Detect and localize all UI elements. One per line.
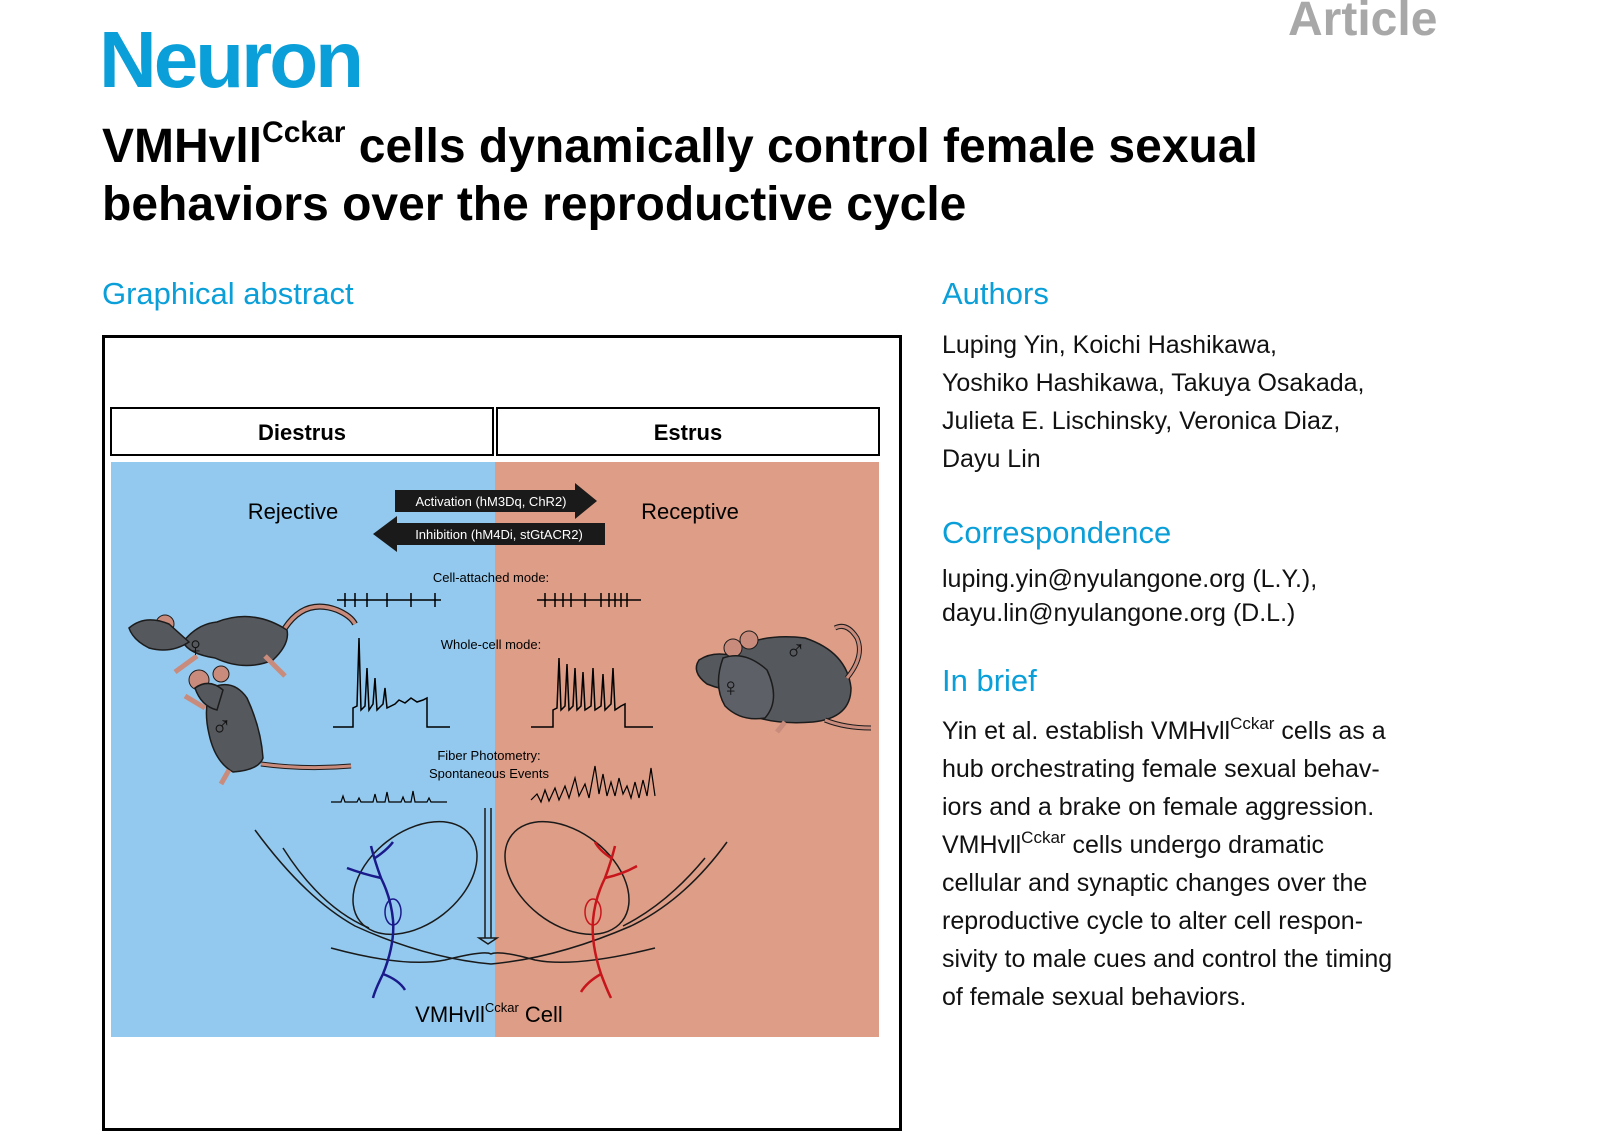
author-line: Luping Yin, Koichi Hashikawa, (942, 331, 1277, 359)
in-brief-line: Yin et al. establish VMHvllCckar cells a… (942, 712, 1562, 750)
male-symbol-diestrus: ♂ (211, 711, 232, 742)
title-superscript: Cckar (262, 116, 346, 149)
correspondence-emails: luping.yin@nyulangone.org (L.Y.), dayu.l… (942, 562, 1562, 630)
diestrus-header-box (110, 407, 494, 456)
in-brief-line: VMHvllCckar cells undergo dramatic (942, 826, 1562, 864)
graphical-abstract-figure: Diestrus Estrus Rejective Receptive Acti… (102, 335, 902, 1131)
in-brief-fragment: Yin et al. establish VMHvll (942, 717, 1231, 745)
in-brief-line: hub orchestrating female sexual behav- (942, 755, 1380, 783)
in-brief-fragment: cells undergo dramatic (1065, 831, 1325, 859)
fiber-trace-diestrus (331, 790, 447, 803)
brain-section-outline (254, 808, 728, 965)
whole-cell-trace-estrus (531, 657, 653, 728)
in-brief-line: sivity to male cues and control the timi… (942, 945, 1393, 973)
title-part2: cells dynamically control female sexual … (102, 120, 1258, 231)
in-brief-superscript: Cckar (1021, 828, 1066, 847)
estrus-label: Estrus (654, 420, 722, 445)
author-line: Dayu Lin (942, 445, 1041, 473)
cell-label-end: Cell (519, 1002, 563, 1027)
in-brief-heading: In brief (942, 663, 1037, 698)
cell-attached-label: Cell-attached mode: (433, 570, 549, 585)
in-brief-line: of female sexual behaviors. (942, 983, 1247, 1011)
fiber-photometry-label: Fiber Photometry: (437, 748, 540, 763)
email-link-yin[interactable]: luping.yin@nyulangone.org (L.Y.), (942, 565, 1318, 593)
female-symbol-estrus: ♀ (721, 672, 741, 702)
email-link-lin[interactable]: dayu.lin@nyulangone.org (D.L.) (942, 599, 1296, 627)
whole-cell-label: Whole-cell mode: (441, 637, 541, 652)
spontaneous-events-label: Spontaneous Events (429, 766, 549, 781)
activation-arrow (395, 483, 597, 519)
in-brief-line: reproductive cycle to alter cell respon- (942, 907, 1364, 935)
receptive-label: Receptive (641, 499, 739, 524)
authors-heading: Authors (942, 276, 1049, 311)
in-brief-line: cellular and synaptic changes over the (942, 869, 1368, 897)
neuron-diestrus (346, 841, 407, 999)
male-mouse-diestrus (183, 665, 352, 786)
activation-arrow-label: Activation (hM3Dq, ChR2) (416, 494, 567, 509)
graphical-abstract-svg: Diestrus Estrus Rejective Receptive Acti… (110, 407, 880, 1037)
spike-raster-estrus (537, 593, 641, 607)
cell-type-label: VMHvllCckar Cell (415, 1000, 563, 1027)
inhibition-arrow-label: Inhibition (hM4Di, stGtACR2) (415, 527, 583, 542)
neuron-estrus (579, 841, 638, 999)
diestrus-panel (111, 462, 495, 1037)
author-list: Luping Yin, Koichi Hashikawa, Yoshiko Ha… (942, 326, 1562, 478)
estrus-panel (495, 462, 879, 1037)
in-brief-superscript: Cckar (1230, 714, 1275, 733)
rejective-label: Rejective (248, 499, 338, 524)
cell-label-main: VMHvll (415, 1002, 485, 1027)
author-line: Yoshiko Hashikawa, Takuya Osakada, (942, 369, 1365, 397)
female-mouse-rejecting (128, 603, 358, 678)
in-brief-line: iors and a brake on female aggression. (942, 793, 1375, 821)
paper-title: VMHvllCckar cells dynamically control fe… (102, 118, 1482, 234)
graphical-abstract-heading: Graphical abstract (102, 276, 354, 311)
diestrus-label: Diestrus (258, 420, 346, 445)
inhibition-arrow (373, 516, 605, 552)
in-brief-fragment: VMHvll (942, 831, 1022, 859)
fiber-trace-estrus (530, 765, 656, 804)
male-symbol-estrus: ♂ (785, 635, 806, 666)
cell-label-sup: Cckar (485, 1000, 520, 1015)
in-brief-fragment: cells as a (1274, 717, 1386, 745)
mounting-mice-estrus (695, 623, 872, 734)
in-brief-text: Yin et al. establish VMHvllCckar cells a… (942, 712, 1562, 1016)
whole-cell-trace-diestrus (333, 637, 450, 728)
title-part1: VMHvll (102, 120, 263, 173)
article-type-label: Article (1288, 0, 1438, 46)
estrus-header-box (496, 407, 880, 456)
female-symbol-diestrus: ♀ (185, 631, 206, 662)
correspondence-heading: Correspondence (942, 515, 1172, 550)
author-line: Julieta E. Lischinsky, Veronica Diaz, (942, 407, 1341, 435)
journal-logo: Neuron (99, 15, 364, 104)
spike-raster-diestrus (337, 593, 441, 607)
